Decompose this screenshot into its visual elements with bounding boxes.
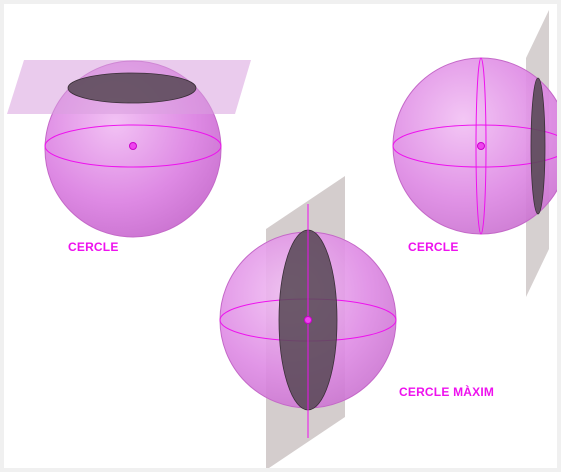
- center-point-3: [305, 317, 312, 324]
- sphere-small-circle-horizontal: [7, 60, 251, 237]
- sphere-great-circle: [220, 176, 396, 468]
- cut-circle-2: [531, 78, 545, 214]
- diagram-canvas: CERCLE CERCLE CERCLE MÀXIM: [4, 4, 557, 468]
- center-point-1: [130, 143, 137, 150]
- center-point-2: [478, 143, 485, 150]
- label-cercle-1: CERCLE: [68, 240, 119, 254]
- label-cercle-2: CERCLE: [408, 240, 459, 254]
- label-cercle-maxim: CERCLE MÀXIM: [399, 385, 494, 399]
- cut-circle-1: [68, 73, 196, 103]
